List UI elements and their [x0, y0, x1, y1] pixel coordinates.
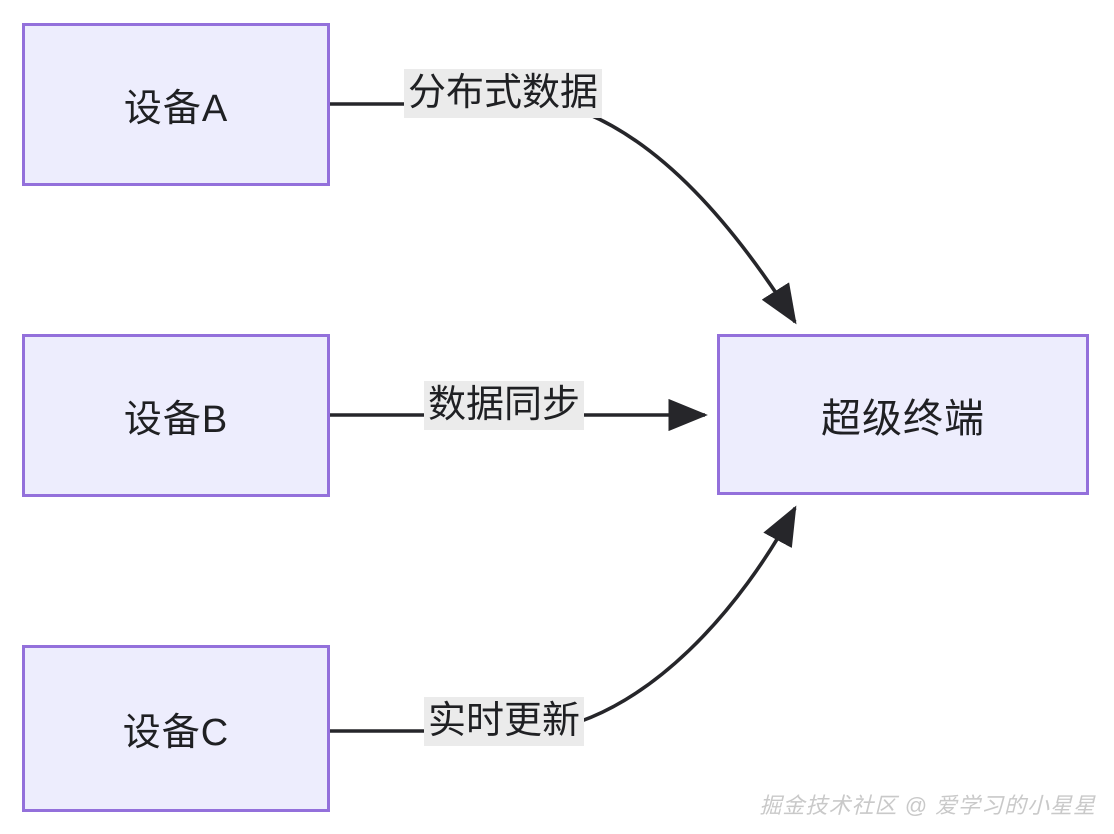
node-device-b-label: 设备B	[123, 399, 229, 441]
edge-label-distributed-data: 分布式数据	[404, 69, 603, 118]
edge-device-a-to-hub	[330, 102, 797, 325]
edge-label-data-sync: 数据同步	[424, 381, 585, 430]
node-super-terminal-label: 超级终端	[821, 396, 985, 441]
node-device-b[interactable]: 设备B	[22, 334, 330, 497]
node-super-terminal[interactable]: 超级终端	[717, 334, 1089, 495]
node-device-c-label: 设备C	[122, 712, 230, 754]
watermark-text: 掘金技术社区 @ 爱学习的小星星	[759, 793, 1096, 818]
node-device-a[interactable]: 设备A	[22, 23, 330, 186]
edge-label-realtime-update: 实时更新	[424, 697, 585, 746]
node-device-a-label: 设备A	[123, 88, 229, 130]
node-device-c[interactable]: 设备C	[22, 645, 330, 812]
